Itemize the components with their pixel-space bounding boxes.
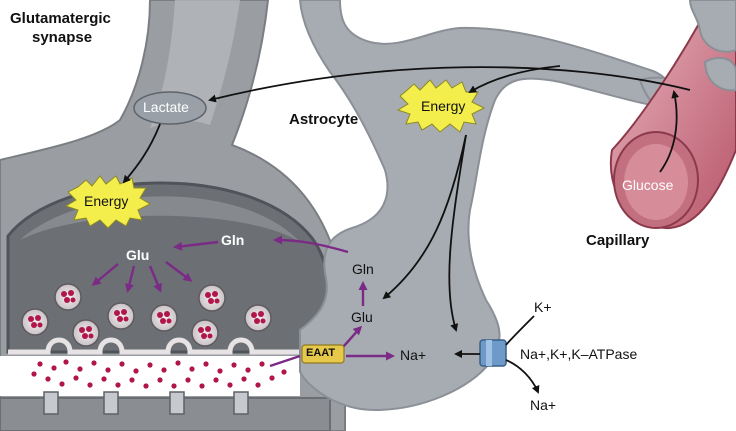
- lactate-label: Lactate: [143, 99, 189, 115]
- arrow-lactate-to-energy: [122, 123, 161, 184]
- glu-astrocyte-label: Glu: [351, 309, 373, 325]
- na-out-label: Na+: [530, 397, 557, 413]
- arrow-gln-to-glu-neuron: [173, 240, 219, 251]
- capillary: [609, 0, 736, 230]
- vesicle: [54, 283, 82, 311]
- vesicle: [244, 304, 272, 332]
- astrocyte-fragment-2: [703, 56, 736, 92]
- vesicles: [21, 283, 272, 347]
- glu-neuron-label: Glu: [126, 247, 150, 263]
- vesicle: [72, 319, 100, 347]
- arrow-na-out: [505, 359, 540, 394]
- astrocyte-body: [298, 0, 675, 412]
- arrow-glu-to-vesicle-3: [148, 265, 162, 293]
- glucose-label: Glucose: [622, 177, 674, 193]
- gln-neuron-label: Gln: [221, 232, 245, 248]
- metabolic-arrows: [122, 65, 691, 394]
- title-line-1: Glutamatergic: [10, 10, 111, 27]
- title-line-2: synapse: [32, 29, 93, 46]
- vesicle-contents: [28, 290, 266, 339]
- atpase-pump: [479, 339, 507, 367]
- energy-star-neuron: [64, 175, 152, 229]
- gln-astrocyte-label: Gln: [352, 261, 374, 277]
- energy-label-neuron: Energy: [84, 193, 129, 209]
- diagram-title: Glutamatergic synapse: [10, 9, 111, 47]
- arrow-energy-to-gln: [382, 134, 467, 300]
- eaat-label: EAAT: [306, 347, 336, 359]
- arrow-glucose-to-endfoot: [659, 90, 680, 173]
- presynaptic-membrane: [8, 337, 300, 355]
- arrow-glu-to-vesicle-4: [165, 261, 193, 282]
- arrow-cleft-to-eaat: [269, 354, 301, 368]
- glutamate-cycle-arrows: [91, 235, 395, 368]
- vesicle: [191, 319, 219, 347]
- vesicle: [150, 304, 178, 332]
- postsynaptic-receptors: [43, 391, 249, 415]
- atpase-label: Na+,K+,K–ATPase: [520, 346, 638, 362]
- arrow-energy-to-pump: [448, 134, 467, 332]
- vesicle: [198, 284, 226, 312]
- vesicle: [21, 308, 49, 336]
- capillary-label: Capillary: [586, 232, 650, 249]
- synaptic-cleft: [0, 356, 300, 396]
- energy-label-astrocyte: Energy: [421, 98, 466, 114]
- released-glutamate: [31, 359, 287, 389]
- astrocyte-fragment: [688, 0, 736, 53]
- arrow-k-in: [505, 315, 535, 346]
- arrow-glu-to-vesicle-1: [91, 263, 119, 286]
- arrow-gln-astro-to-gln-neuron: [273, 235, 349, 254]
- arrow-endfoot-to-energy: [468, 65, 561, 94]
- lactate-blob: [133, 91, 207, 125]
- na-in-label: Na+: [400, 347, 427, 363]
- arrow-endfoot-to-lactate: [208, 66, 691, 103]
- astrocyte-label: Astrocyte: [289, 111, 359, 128]
- arrow-glu-to-vesicle-2: [125, 265, 136, 293]
- eaat-transporter: [301, 344, 345, 364]
- energy-star-astrocyte: [396, 79, 486, 133]
- vesicle: [107, 302, 135, 330]
- k-plus-label: K+: [534, 299, 552, 315]
